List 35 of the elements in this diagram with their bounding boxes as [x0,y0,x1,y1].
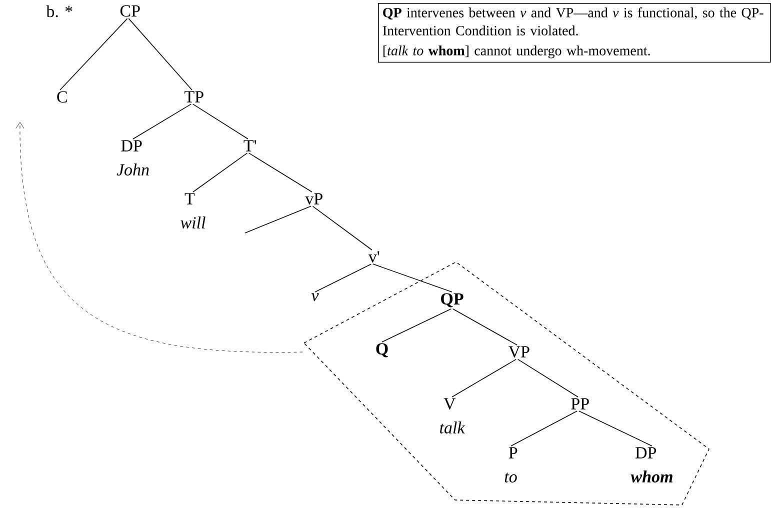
tree-branch [132,104,192,140]
tree-label: v [311,293,319,302]
note-box: QP intervenes between v and VP—and v is functional, so the QP-Intervention Condition is violated. [talk to whom] cannot undergo wh-movement. [378,3,771,63]
movement-arrow [16,122,303,352]
tree-label: CP [120,5,140,17]
tree-branch [244,206,312,234]
tree-branch [248,152,312,192]
tree-label: Q [376,343,388,358]
tree-branch [372,264,452,292]
tree-label: T will [180,193,206,228]
tree-branch [452,358,517,398]
tree-label: QP [441,293,464,308]
tree-branch [382,308,452,342]
tree-branch [578,410,652,446]
tree-label: TP [184,91,204,102]
example-number: b. * [46,5,72,18]
tree-branch [510,410,578,446]
tree-branch [192,104,248,140]
tree-branch [60,18,128,90]
tree-branch [314,264,372,292]
tree-label: vP [305,193,322,204]
tree-label: VP [508,346,530,358]
tree-label: DP John [116,140,149,176]
tree-label: v' [368,251,380,262]
tree-label: C [57,91,67,103]
tree-branch [312,206,372,250]
tree-label: V talk [440,398,465,434]
tree-label: DP whom [630,447,672,482]
tree-label: P to [504,447,518,482]
tree-branch [128,18,192,90]
tree-label: PP [571,398,589,410]
tree-branch [517,358,578,398]
tree-branch [452,308,518,346]
tree-label: T' [244,140,256,152]
tree-branch [192,152,248,192]
